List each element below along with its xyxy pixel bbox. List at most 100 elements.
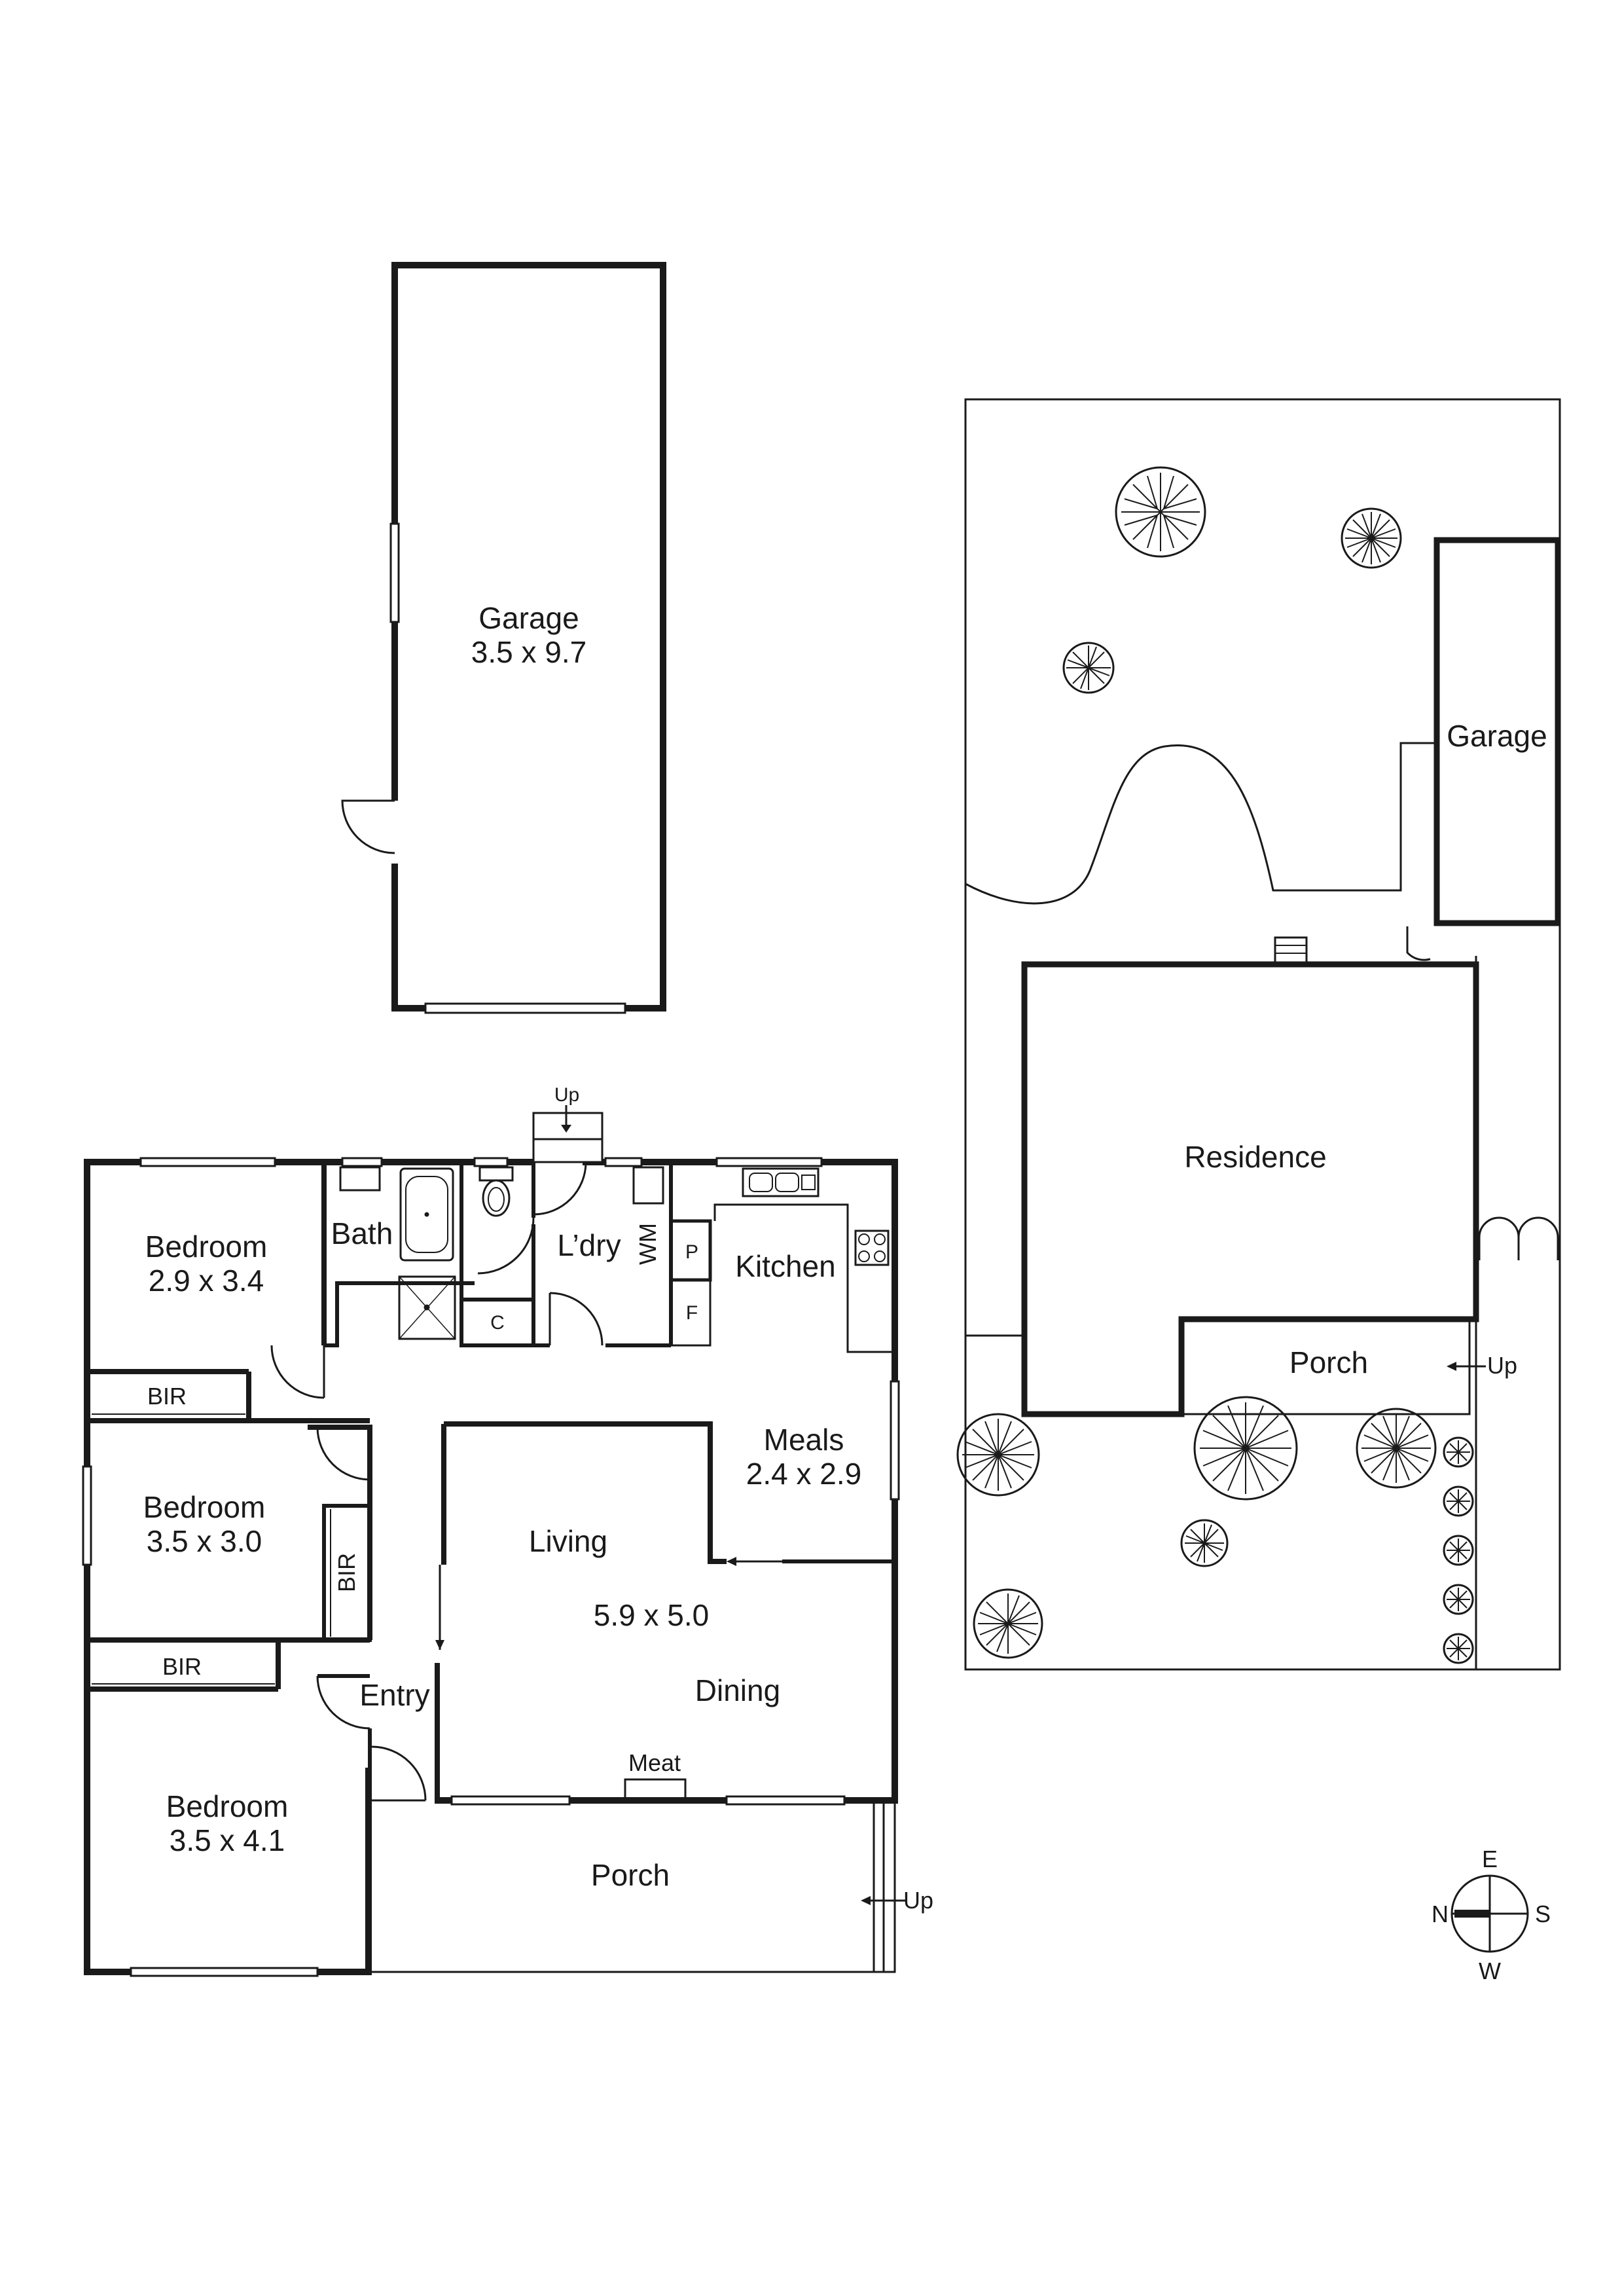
laundry-bottom-door bbox=[549, 1292, 604, 1346]
compass: E N S W bbox=[1432, 1846, 1551, 1984]
garage-side-window bbox=[389, 522, 400, 623]
meals-name: Meals bbox=[764, 1423, 844, 1457]
compass-east-label: E bbox=[1482, 1846, 1498, 1872]
vanity bbox=[339, 1166, 381, 1192]
garage-name-label: Garage bbox=[478, 601, 579, 635]
site-garage bbox=[1433, 537, 1561, 926]
bedroom2-door bbox=[316, 1427, 370, 1481]
hedge-shrubs bbox=[1443, 1436, 1474, 1664]
bedroom3-name: Bedroom bbox=[166, 1789, 289, 1823]
meat-hearth bbox=[624, 1778, 687, 1802]
tree-small bbox=[1062, 642, 1115, 694]
compass-south-label: S bbox=[1535, 1901, 1551, 1927]
dining-label: Dining bbox=[695, 1673, 780, 1707]
site-residence-label: Residence bbox=[1184, 1140, 1326, 1174]
tree-front-small bbox=[1180, 1519, 1229, 1567]
bedroom1-size: 2.9 x 3.4 bbox=[149, 1264, 264, 1298]
toilet-window bbox=[473, 1157, 509, 1167]
laundry-window bbox=[604, 1157, 643, 1167]
toilet-laundry-partition bbox=[460, 1231, 535, 1300]
bathtub bbox=[399, 1167, 454, 1262]
bir1-label: BIR bbox=[147, 1383, 187, 1410]
shower bbox=[398, 1275, 456, 1340]
porch-steps bbox=[873, 1800, 885, 1972]
tree-large bbox=[1115, 466, 1206, 558]
bir2-label: BIR bbox=[333, 1553, 360, 1592]
site-boundary bbox=[964, 398, 1561, 1671]
entry-label: Entry bbox=[359, 1678, 429, 1712]
living-label: Living bbox=[529, 1524, 607, 1558]
cupboard-c-label: C bbox=[490, 1312, 505, 1334]
laundry-label: L’dry bbox=[557, 1228, 621, 1262]
wm-label: WM bbox=[634, 1223, 661, 1265]
living-window-right bbox=[725, 1795, 846, 1806]
tree-front-left bbox=[956, 1413, 1040, 1497]
tree-front-right bbox=[1356, 1408, 1437, 1489]
bedroom3-window bbox=[130, 1967, 319, 1977]
garage-side-door bbox=[341, 799, 395, 854]
toilet-door bbox=[477, 1162, 535, 1275]
bathtub-inner bbox=[405, 1176, 448, 1253]
compass-north-label: N bbox=[1432, 1901, 1449, 1927]
laundry-door bbox=[533, 1161, 587, 1216]
bedroom3-door bbox=[316, 1675, 370, 1730]
bedroom3-size: 3.5 x 4.1 bbox=[170, 1823, 285, 1857]
porch-label: Porch bbox=[591, 1858, 670, 1892]
laundry-tub bbox=[632, 1166, 664, 1205]
meals-size: 2.4 x 2.9 bbox=[746, 1457, 861, 1491]
garage-door-gap bbox=[390, 801, 399, 864]
site-porch-label: Porch bbox=[1289, 1345, 1368, 1379]
toilet-cistern bbox=[478, 1166, 514, 1182]
bath-window bbox=[341, 1157, 383, 1167]
site-plan: Garage Residence Porch Up bbox=[956, 398, 1561, 1671]
site-garage-label: Garage bbox=[1447, 719, 1547, 753]
site-rear-steps bbox=[1274, 936, 1308, 964]
bedroom1-door bbox=[270, 1345, 325, 1399]
hall-wall-left-upper bbox=[308, 1425, 372, 1640]
entry-door bbox=[371, 1745, 427, 1802]
tree-front-centre bbox=[1193, 1396, 1298, 1501]
porch-up-label: Up bbox=[903, 1887, 933, 1914]
living-top-wall bbox=[444, 1421, 727, 1564]
bath-drain bbox=[424, 1212, 429, 1217]
bedroom1-name: Bedroom bbox=[145, 1230, 268, 1264]
bir3-label: BIR bbox=[162, 1653, 202, 1680]
garage-plan: Garage 3.5 x 9.7 bbox=[341, 262, 666, 1014]
site-porch-up-label: Up bbox=[1487, 1352, 1517, 1379]
tree-medium bbox=[1341, 507, 1402, 569]
rear-steps-up-label: Up bbox=[554, 1084, 579, 1106]
cooktop bbox=[854, 1230, 890, 1266]
meat-label: Meat bbox=[628, 1749, 681, 1776]
kitchen-window bbox=[715, 1157, 823, 1167]
site-residence bbox=[1021, 961, 1479, 1417]
fridge-label: F bbox=[686, 1302, 698, 1324]
bath-label: Bath bbox=[331, 1216, 393, 1250]
bedroom1-window bbox=[139, 1157, 276, 1167]
rear-steps bbox=[532, 1105, 604, 1163]
living-window-left bbox=[450, 1795, 571, 1806]
fridge-space bbox=[670, 1279, 712, 1347]
bedroom2-name: Bedroom bbox=[143, 1490, 266, 1524]
porch-outline bbox=[369, 1800, 896, 1973]
kitchen-label: Kitchen bbox=[735, 1249, 835, 1283]
bedroom2-window bbox=[82, 1465, 92, 1566]
bedroom2-size: 3.5 x 3.0 bbox=[147, 1524, 262, 1558]
bir3-top-wall bbox=[87, 1637, 370, 1692]
toilet-bowl bbox=[482, 1179, 511, 1217]
meals-window bbox=[890, 1380, 900, 1501]
living-dining-size: 5.9 x 5.0 bbox=[594, 1598, 709, 1632]
garage-roller-door bbox=[424, 1002, 626, 1014]
hall-wall-left-lower bbox=[317, 1674, 372, 1800]
tree-front-lower-left bbox=[973, 1588, 1043, 1659]
site-garage-door bbox=[1406, 926, 1431, 961]
pantry-label: P bbox=[685, 1241, 698, 1263]
garage-size-label: 3.5 x 9.7 bbox=[471, 635, 586, 669]
site-garden-bed bbox=[965, 742, 1437, 905]
main-floor-plan: Up C WM bbox=[82, 1084, 933, 1977]
compass-west-label: W bbox=[1479, 1958, 1501, 1984]
hall-wall-top bbox=[324, 1281, 386, 1347]
site-gate bbox=[1478, 1216, 1559, 1260]
kitchen-sink bbox=[742, 1167, 820, 1197]
compass-north-needle bbox=[1454, 1910, 1490, 1918]
